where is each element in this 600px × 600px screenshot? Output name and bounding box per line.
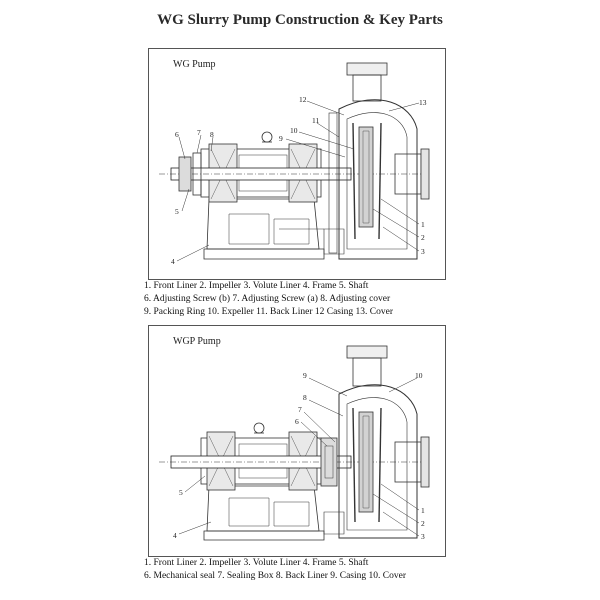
callout-6: 6 — [175, 130, 179, 139]
casing — [338, 384, 418, 539]
callout-4: 4 — [173, 531, 177, 540]
frame-body — [206, 485, 320, 532]
callout-2: 2 — [421, 519, 425, 528]
diagram-label: WG Pump — [173, 59, 216, 70]
callout-3: 3 — [421, 532, 425, 541]
diagram-label: WGP Pump — [173, 336, 221, 347]
callout-2: 2 — [421, 233, 425, 242]
impeller — [358, 411, 374, 513]
legend-line: 6. Mechanical seal 7. Sealing Box 8. Bac… — [144, 571, 406, 581]
callout-11: 11 — [312, 116, 319, 125]
wg-pump-diagram: WG Pump — [148, 48, 446, 280]
callout-4: 4 — [171, 257, 175, 266]
callout-1: 1 — [421, 506, 425, 515]
callout-10: 10 — [290, 126, 298, 135]
wgp-pump-drawing: 9 8 7 6 10 5 4 1 2 3 — [159, 345, 430, 541]
casing — [338, 99, 418, 260]
discharge-flange — [346, 62, 388, 76]
frame-body — [206, 198, 320, 250]
callout-1: 1 — [421, 220, 425, 229]
callout-9: 9 — [279, 134, 283, 143]
callout-8: 8 — [210, 130, 214, 139]
frame-base — [203, 248, 325, 260]
callout-12: 12 — [299, 95, 307, 104]
callout-8: 8 — [303, 393, 307, 402]
callout-13: 13 — [419, 98, 427, 107]
legend-line: 6. Adjusting Screw (b) 7. Adjusting Scre… — [144, 294, 391, 304]
callout-5: 5 — [179, 488, 183, 497]
callout-6: 6 — [295, 417, 299, 426]
discharge-flange — [346, 345, 388, 359]
callout-7: 7 — [298, 405, 302, 414]
callout-7: 7 — [197, 128, 201, 137]
impeller — [358, 126, 374, 228]
callout-3: 3 — [421, 247, 425, 256]
legend-line: 1. Front Liner 2. Impeller 3. Volute Lin… — [144, 558, 369, 568]
wgp-parts-legend: 1. Front Liner 2. Impeller 3. Volute Lin… — [144, 557, 464, 583]
wgp-pump-diagram: WGP Pump — [148, 325, 446, 557]
frame-base — [203, 530, 325, 541]
callout-9: 9 — [303, 371, 307, 380]
sealing-box — [320, 437, 338, 487]
legend-line: 1. Front Liner 2. Impeller 3. Volute Lin… — [144, 281, 369, 291]
page-title: WG Slurry Pump Construction & Key Parts — [157, 12, 443, 28]
wg-parts-legend: 1. Front Liner 2. Impeller 3. Volute Lin… — [144, 280, 464, 319]
callout-5: 5 — [175, 207, 179, 216]
wg-pump-drawing: 12 11 10 9 13 6 7 8 5 4 1 2 3 — [159, 62, 430, 266]
legend-line: 9. Packing Ring 10. Expeller 11. Back Li… — [144, 307, 393, 317]
callout-10: 10 — [415, 371, 423, 380]
